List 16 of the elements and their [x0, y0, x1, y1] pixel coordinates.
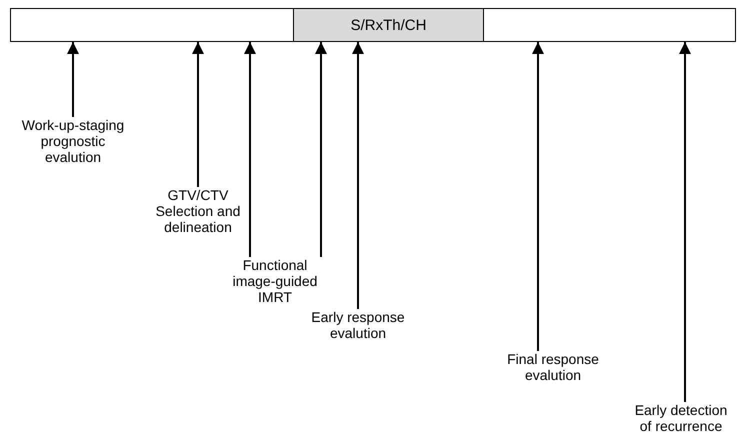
arrow	[192, 42, 204, 187]
arrow	[315, 42, 327, 257]
annotation-text: Work-up-staging prognostic evalution	[13, 117, 133, 165]
annotation-text: GTV/CTV Selection and delineation	[148, 187, 248, 235]
treatment-label-box: S/RxTh/CH	[293, 8, 484, 42]
arrow	[244, 42, 256, 257]
annotation-text: Functional image-guided IMRT	[226, 257, 324, 305]
arrow	[679, 42, 691, 402]
annotation-text: Final response evalution	[494, 351, 612, 383]
arrow	[67, 42, 79, 117]
annotation-text: Early detection of recurrence	[629, 402, 733, 434]
arrow	[532, 42, 544, 351]
timeline-segment	[483, 8, 736, 42]
arrow	[352, 42, 364, 309]
annotation-text: Early response evalution	[292, 309, 424, 341]
timeline-segment	[10, 8, 294, 42]
